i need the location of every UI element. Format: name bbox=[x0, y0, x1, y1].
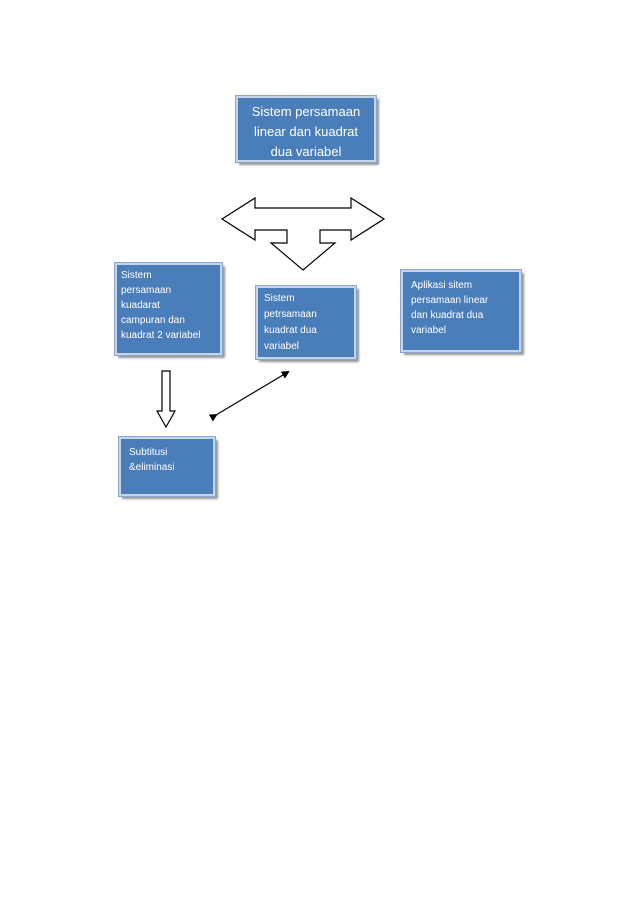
three-way-block-arrow bbox=[220, 196, 386, 271]
node-left-line-3: kuadarat bbox=[121, 300, 160, 311]
node-left-line-2: persamaan bbox=[121, 285, 172, 296]
node-middle-line-2: petrsamaan bbox=[264, 309, 317, 320]
double-headed-arrow bbox=[208, 370, 290, 422]
node-left-line-5: kuadrat 2 variabel bbox=[121, 330, 201, 341]
node-right-line-4: variabel bbox=[411, 325, 447, 336]
node-right-line-3: dan kuadrat dua bbox=[411, 310, 484, 321]
down-block-arrow bbox=[155, 370, 177, 429]
node-right: Aplikasi sitem persamaan linear dan kuad… bbox=[400, 269, 522, 353]
node-main-line-2: linear dan kuadrat bbox=[253, 124, 359, 139]
node-left-line-4: campuran dan bbox=[121, 315, 185, 326]
node-middle: Sistem petrsamaan kuadrat dua variabel bbox=[255, 285, 357, 360]
node-bottom: Subtitusi &eliminasi bbox=[118, 436, 216, 497]
node-left: Sistem persamaan kuadarat campuran dan k… bbox=[114, 262, 223, 356]
node-middle-line-4: variabel bbox=[264, 341, 300, 352]
node-bottom-line-2: &eliminasi bbox=[129, 462, 175, 473]
node-middle-line-1: Sistem bbox=[264, 293, 295, 304]
node-main-line-1: Sistem persamaan bbox=[251, 104, 361, 119]
node-bottom-line-1: Subtitusi bbox=[129, 447, 168, 458]
node-main-line-3: dua variabel bbox=[270, 144, 342, 159]
node-left-line-1: Sistem bbox=[121, 270, 152, 281]
node-right-line-1: Aplikasi sitem bbox=[411, 280, 473, 291]
node-main: Sistem persamaan linear dan kuadrat dua … bbox=[235, 95, 377, 163]
node-right-line-2: persamaan linear bbox=[411, 295, 489, 306]
node-middle-line-3: kuadrat dua bbox=[264, 325, 317, 336]
